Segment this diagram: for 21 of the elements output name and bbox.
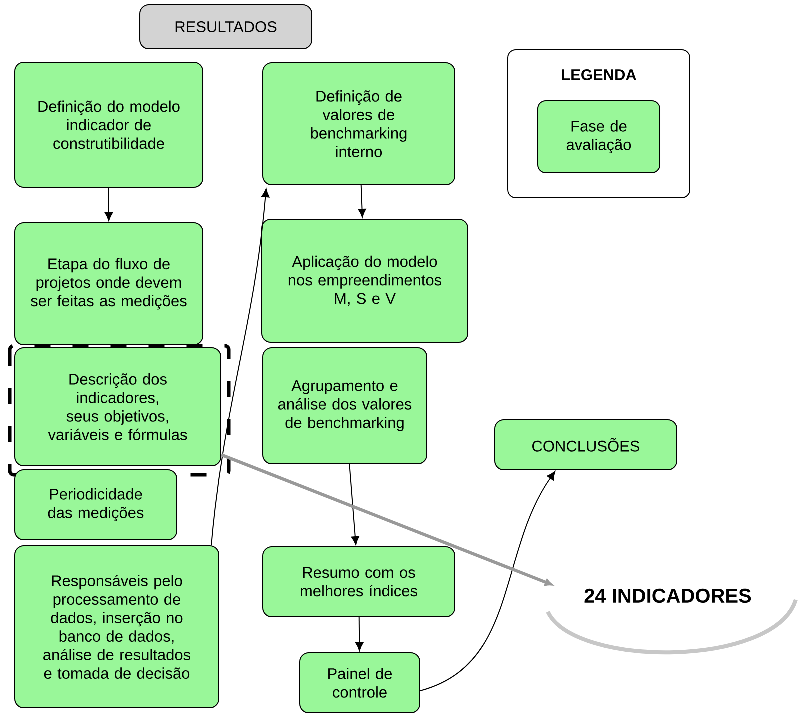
process-box: Definição de valores de benchmarking interno [262, 62, 456, 186]
process-box: Descrição dos indicadores, seus objetivos, variáveis e fórmulas [14, 348, 222, 466]
process-box: Etapa do fluxo de projetos onde devem ser feitas as medições [14, 222, 204, 346]
ellipse-label: 24 INDICADORES [584, 588, 752, 604]
process-box: Periodicidade das medições [14, 470, 178, 540]
process-box: Definição do modelo indicador de construtibilidade [14, 62, 204, 188]
arrow [356, 616, 364, 652]
arrow [349, 464, 360, 546]
arrow [104, 187, 114, 222]
arrow [220, 454, 553, 586]
arrow [420, 471, 556, 692]
process-box: Aplicação do modelo nos empreendimentos M, S e V [262, 218, 468, 343]
process-box: Agrupamento e análise dos valores de benchmarking [262, 348, 428, 464]
arrow [358, 185, 366, 218]
heading-box: RESULTADOS [140, 4, 312, 50]
legend-title: LEGENDA [562, 70, 636, 80]
process-box: Resumo com os melhores índices [262, 546, 456, 618]
process-box: CONCLUSÕES [494, 419, 678, 470]
process-box: Painel de controle [300, 652, 420, 714]
arrow [211, 188, 270, 546]
process-box: Responsáveis pelo processamento de dados, inserção no banco de dados, análise de resultados e tomada de decisão [14, 545, 220, 708]
